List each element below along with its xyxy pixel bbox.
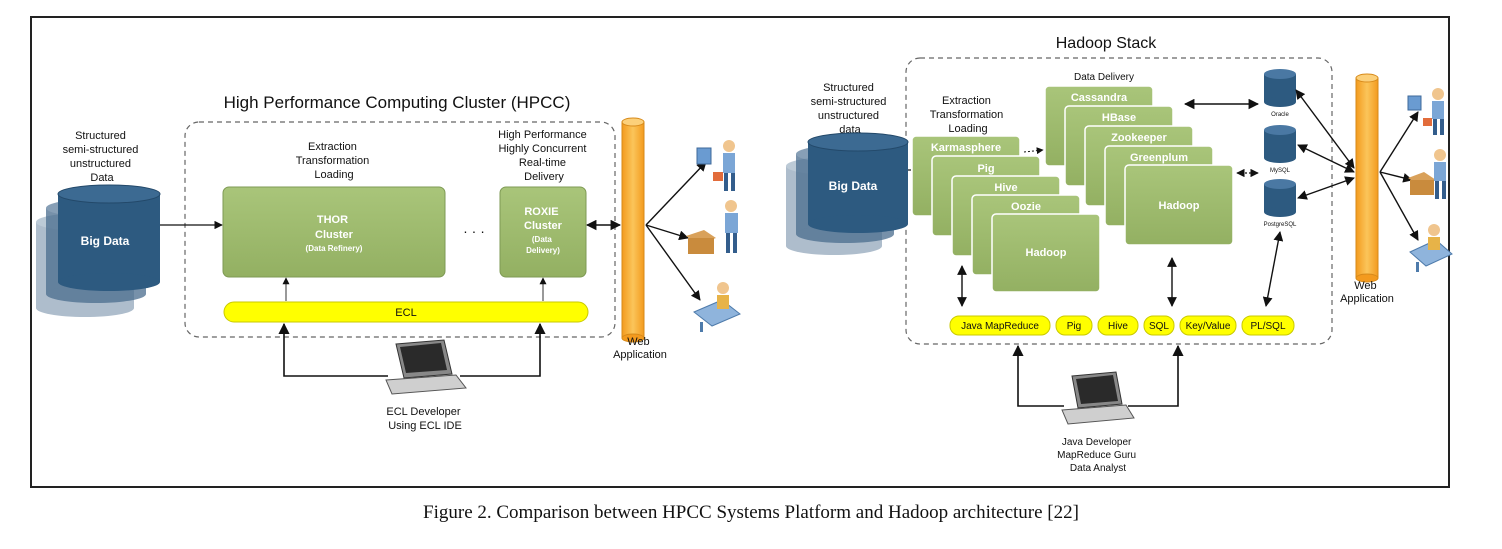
- hadoop-user-at-table-icon: [1409, 224, 1453, 272]
- ecl-bar: ECL: [223, 301, 589, 323]
- mysql-database-icon: MySQL: [1264, 125, 1296, 174]
- stack-hive: Hive: [994, 182, 1017, 194]
- hadoop-big-data-label: Big Data: [829, 179, 878, 193]
- figure-caption: Figure 2. Comparison between HPCC System…: [423, 502, 1079, 523]
- hadoop-source-label: Structured semi-structured unstructured …: [811, 82, 890, 136]
- stack-hadoop-right: Hadoop: [1159, 200, 1200, 212]
- stack-hadoop-left: Hadoop: [1026, 247, 1067, 259]
- hpcc-user-with-box-icon: [686, 200, 738, 254]
- hadoop-title: Hadoop Stack: [1056, 35, 1158, 52]
- stack-greenplum: Greenplum: [1130, 152, 1188, 164]
- mysql-label: MySQL: [1270, 168, 1291, 174]
- thor-cluster-box: THOR Cluster (Data Refinery): [222, 186, 446, 278]
- svg-text:(Data Delivery): (Data Delivery): [526, 235, 560, 255]
- hpcc-user-at-desk-icon: [696, 140, 735, 191]
- hpcc-laptop-icon: [385, 339, 467, 395]
- hadoop-right-stack: Cassandra HBase Zookeeper Greenplum Hado…: [1044, 85, 1234, 246]
- pill-pig: Pig: [1067, 321, 1081, 332]
- hpcc-user-at-table-icon: [693, 282, 741, 332]
- roxie-sub-label-1: (Data: [532, 235, 553, 244]
- roxie-label: ROXIE: [524, 206, 558, 218]
- hpcc-delivery-label: High Performance Highly Concurrent Real-…: [498, 129, 590, 183]
- hpcc-developer-label: ECL Developer Using ECL IDE: [386, 406, 463, 432]
- svg-text:THOR Cluster: THOR Cluster: [315, 214, 354, 241]
- hpcc-big-data-cylinders: Big Data: [36, 184, 161, 317]
- postgresql-database-icon: PostgreSQL: [1264, 179, 1297, 228]
- hadoop-etl-label: Extraction Transformation Loading: [930, 95, 1007, 135]
- oracle-database-icon: Oracle: [1264, 69, 1296, 118]
- hpcc-big-data-label: Big Data: [81, 234, 130, 248]
- hadoop-user-with-box-icon: [1408, 149, 1446, 199]
- oracle-label: Oracle: [1271, 112, 1289, 118]
- postgresql-label: PostgreSQL: [1264, 222, 1297, 228]
- roxie-cluster-box: ROXIE Cluster (Data Delivery): [499, 186, 587, 278]
- hpcc-web-application-pillar: [621, 117, 645, 343]
- hadoop-web-application-pillar: [1355, 73, 1379, 283]
- pill-pl-sql: PL/SQL: [1250, 321, 1285, 332]
- thor-label: THOR: [317, 214, 348, 226]
- thor-cluster-label: Cluster: [315, 229, 354, 241]
- hadoop-delivery-label: Data Delivery: [1074, 72, 1134, 83]
- hadoop-developer-label: Java Developer MapReduce Guru Data Analy…: [1057, 437, 1139, 474]
- stack-zookeeper: Zookeeper: [1111, 132, 1167, 144]
- hadoop-section: Hadoop Stack Structured semi-structured …: [786, 35, 1453, 474]
- hadoop-laptop-icon: [1061, 371, 1135, 425]
- hpcc-web-app-label: Web Application: [613, 336, 667, 361]
- stack-pig: Pig: [977, 163, 994, 175]
- ecl-bar-label: ECL: [395, 307, 416, 319]
- roxie-cluster-label: Cluster: [524, 220, 563, 232]
- hadoop-web-app-label: Web Application: [1340, 280, 1394, 305]
- stack-cassandra: Cassandra: [1071, 92, 1128, 104]
- hadoop-big-data-cylinders: Big Data: [786, 132, 909, 255]
- hpcc-etl-label: Extraction Transformation Loading: [296, 141, 373, 181]
- pill-java-mapreduce: Java MapReduce: [961, 321, 1039, 332]
- svg-text:ROXIE Cluster: ROXIE Cluster: [524, 206, 563, 232]
- thor-sub-label: (Data Refinery): [306, 244, 363, 253]
- pill-sql: SQL: [1149, 321, 1169, 332]
- stack-karmasphere: Karmasphere: [931, 142, 1001, 154]
- roxie-sub-label-2: Delivery): [526, 246, 560, 255]
- hpcc-section: High Performance Computing Cluster (HPCC…: [36, 93, 741, 432]
- hadoop-dashed-boundary: [905, 57, 1333, 345]
- hadoop-language-pills: Java MapReduce Pig Hive SQL Key/Value PL…: [949, 315, 1295, 336]
- hpcc-ellipsis: · · ·: [463, 223, 485, 239]
- pill-hive: Hive: [1108, 321, 1128, 332]
- hadoop-user-at-desk-icon: [1407, 88, 1444, 135]
- stack-oozie: Oozie: [1011, 201, 1041, 213]
- pill-key-value: Key/Value: [1186, 321, 1231, 332]
- hpcc-source-label: Structured semi-structured unstructured …: [63, 130, 142, 184]
- hadoop-left-stack: Karmasphere Pig Hive Oozie Hadoop: [911, 135, 1101, 293]
- hpcc-title: High Performance Computing Cluster (HPCC…: [224, 93, 571, 112]
- stack-hbase: HBase: [1102, 112, 1136, 124]
